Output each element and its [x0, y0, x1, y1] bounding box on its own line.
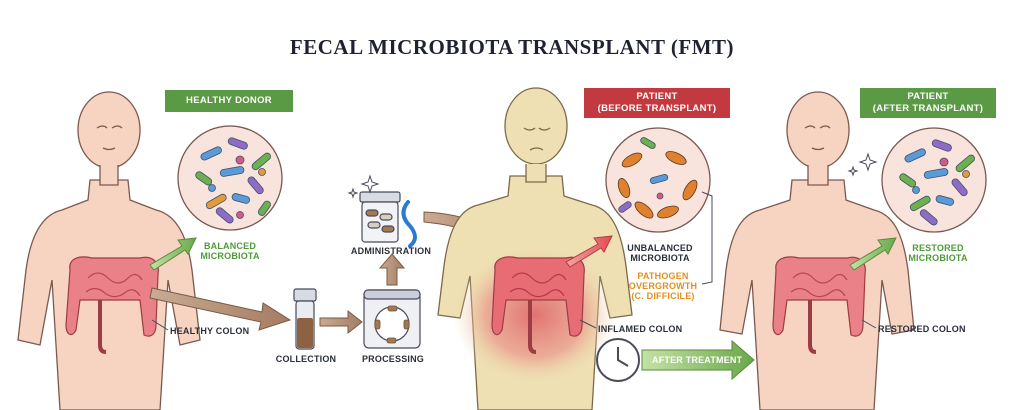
inflamed-colon [491, 256, 585, 354]
balanced-microbiota-label: BALANCED MICROBIOTA [182, 241, 278, 262]
colon-to-collection-arrow [149, 287, 292, 331]
processing-label: PROCESSING [361, 354, 424, 364]
collection-label: COLLECTION [275, 354, 337, 364]
restored-colon-label: RESTORED COLON [878, 324, 966, 334]
restored-microbiota-arrow [849, 237, 897, 271]
inflamed-colon-label: INFLAMED COLON [598, 324, 683, 334]
patient-before-badge-line1: PATIENT [636, 91, 678, 103]
clock-icon [596, 338, 640, 382]
restored-colon [772, 256, 866, 354]
healthy-colon [65, 256, 159, 354]
processing-to-administration-arrow [378, 253, 406, 286]
sparkle-icon [347, 174, 380, 199]
healthy-colon-label: HEALTHY COLON [170, 326, 250, 336]
after-treatment-arrow [641, 339, 755, 381]
patient-before-badge: PATIENT (BEFORE TRANSPLANT) [584, 88, 730, 118]
sparkle-icon [847, 152, 878, 177]
balanced-microbiota-circle [177, 125, 283, 231]
collection-to-processing-arrow [319, 309, 363, 335]
restored-microbiota-circle [881, 127, 987, 233]
patient-after-badge: PATIENT (AFTER TRANSPLANT) [860, 88, 996, 118]
unbalanced-microbiota-label: UNBALANCED MICROBIOTA [620, 243, 700, 264]
restored-microbiota-label: RESTORED MICROBIOTA [896, 243, 980, 264]
restored-line1: RESTORED [912, 243, 964, 253]
after-treatment-label: AFTER TREATMENT [652, 355, 743, 365]
pathogen-line1: PATHOGEN [637, 271, 689, 281]
patient-after-badge-line1: PATIENT [907, 91, 949, 103]
pathogen-line3: (C. DIFFICILE) [631, 290, 695, 301]
balanced-line2: MICROBIOTA [200, 250, 260, 261]
balanced-line1: BALANCED [203, 241, 257, 251]
capsule-jar [359, 191, 417, 248]
donor-microbiota-arrow [149, 237, 197, 271]
patient-after-badge-line2: (AFTER TRANSPLANT) [872, 103, 984, 114]
unbalanced-microbiota-circle [605, 127, 711, 233]
pathogen-overgrowth-label: PATHOGEN OVERGROWTH (C. DIFFICILE) [622, 271, 704, 302]
patient-microbiota-arrow [565, 235, 613, 268]
page-title: FECAL MICROBIOTA TRANSPLANT (FMT) [289, 35, 735, 59]
administration-label: ADMINISTRATION [350, 246, 432, 256]
pathogen-line2: OVERGROWTH [628, 280, 698, 291]
unbalanced-line1: UNBALANCED [627, 243, 693, 253]
healthy-donor-badge: HEALTHY DONOR [165, 90, 293, 112]
processing-machine [363, 289, 421, 349]
pathogen-pointer-line [701, 191, 713, 285]
label-leader-lines [151, 319, 877, 331]
unbalanced-line2: MICROBIOTA [630, 252, 690, 263]
restored-line2: MICROBIOTA [908, 252, 968, 263]
collection-tube [293, 288, 317, 350]
patient-before-badge-line2: (BEFORE TRANSPLANT) [597, 103, 717, 114]
